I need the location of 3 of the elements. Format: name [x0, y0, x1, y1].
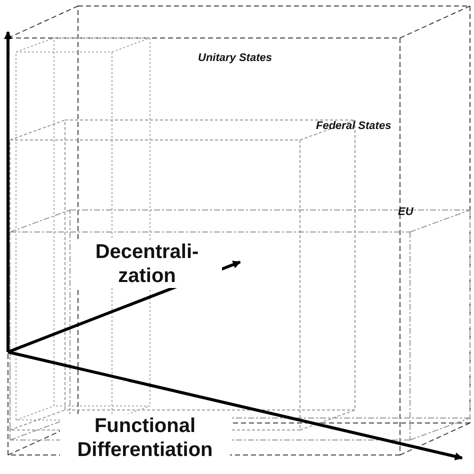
box-label: EU — [398, 206, 414, 218]
box-label: Unitary States — [198, 52, 272, 64]
box-label: Federal States — [316, 120, 392, 132]
